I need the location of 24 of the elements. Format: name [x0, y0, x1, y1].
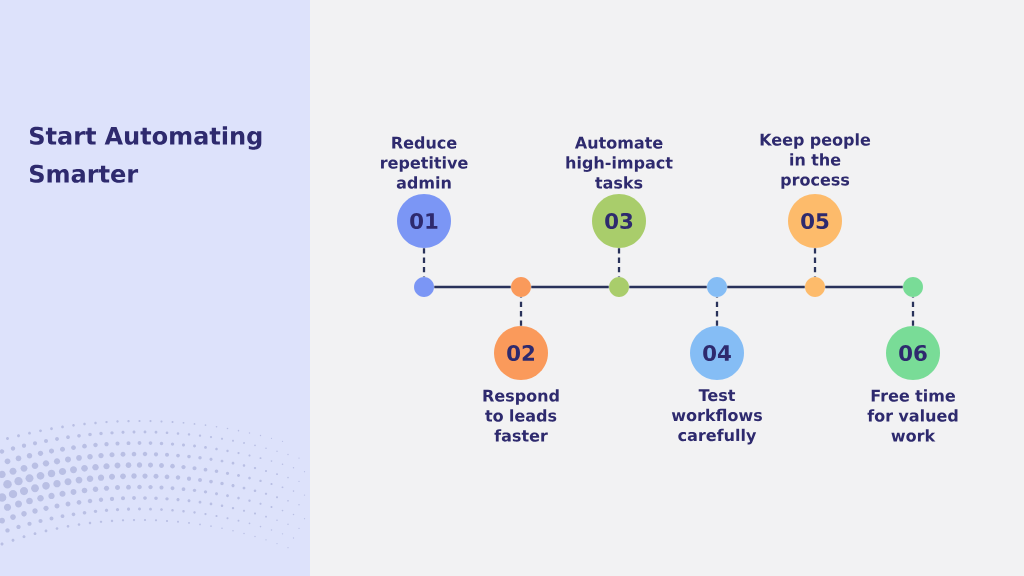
timeline-dot — [414, 277, 434, 297]
timeline-line — [531, 285, 609, 289]
dashed-connector — [617, 248, 621, 277]
step-label: Free time for valued work — [867, 389, 958, 442]
step-label: Automate high-impact tasks — [566, 136, 673, 189]
step-label: Respond to leads faster — [483, 389, 559, 442]
dashed-connector — [422, 248, 426, 277]
timeline-line — [629, 285, 707, 289]
timeline-dot — [805, 277, 825, 297]
dashed-connector — [911, 297, 915, 326]
timeline-line — [825, 285, 903, 289]
timeline-dot — [903, 277, 923, 297]
step-label: Reduce repetitive admin — [381, 136, 468, 189]
timeline-dot — [511, 277, 531, 297]
title: Start Automating Smarter — [30, 126, 262, 183]
timeline-line — [727, 285, 805, 289]
step-label: Test workflows carefully — [671, 389, 762, 445]
dashed-connector — [519, 297, 523, 326]
timeline-line — [434, 285, 511, 289]
dashed-connector — [715, 297, 719, 326]
timeline-dot — [707, 277, 727, 297]
dashed-connector — [813, 248, 817, 277]
step-label: Keep people in the process — [760, 133, 871, 189]
timeline-dot — [609, 277, 629, 297]
